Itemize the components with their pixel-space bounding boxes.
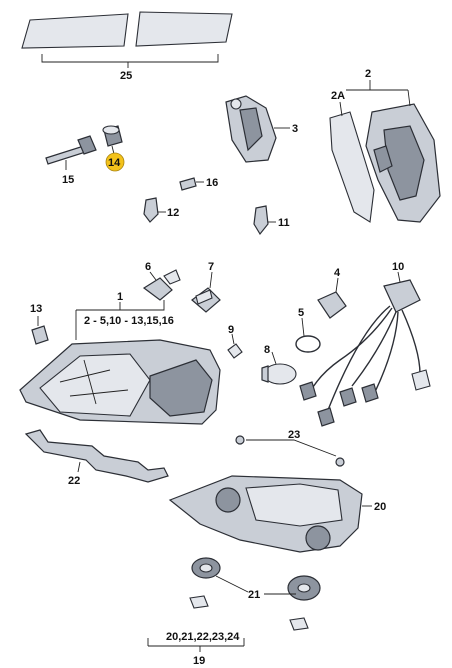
label-19: 19 [193,655,205,667]
bulb-6 [142,269,181,301]
label-2a: 2A [331,90,345,102]
clip-16 [179,177,204,191]
retaining-bracket-22 [24,429,169,483]
label-14: 14 [108,157,121,169]
label-15: 15 [62,174,74,186]
bulb-7 [191,271,221,313]
label-9: 9 [228,324,234,336]
seal-ring-5 [295,317,321,353]
label-3: 3 [292,123,298,135]
repair-set-19 [147,638,245,652]
label-22: 22 [68,475,80,487]
bulb-socket-4 [317,277,347,319]
label-23: 23 [288,429,300,441]
label-7: 7 [208,261,214,273]
label-1: 1 [117,291,123,303]
label-2: 2 [365,68,371,80]
label-10: 10 [392,261,404,273]
bulb-8 [261,351,297,385]
label-12: 12 [167,207,179,219]
headlight-carrier-20 [168,475,372,553]
wiring-harness-10 [299,271,431,427]
label-25: 25 [120,70,132,82]
bulb-9 [227,333,243,359]
highlight-marker [105,152,125,172]
clip-13 [31,316,49,345]
bracket-12 [143,197,166,223]
headlight-assembly-1 [19,300,221,425]
clips-24 [189,595,309,631]
headlight-housing-rear-2 [329,80,441,223]
label-11: 11 [278,217,290,229]
label-1-sub: 2 - 5,10 - 13,15,16 [84,315,174,327]
label-21: 21 [248,589,260,601]
label-19-sub: 20,21,22,23,24 [166,631,240,643]
adjuster-gears-21 [191,557,321,601]
label-5: 5 [298,307,304,319]
label-6: 6 [145,261,151,273]
label-16: 16 [206,177,218,189]
adjusting-screw-15 [45,135,97,170]
nut-14 [102,125,125,172]
label-8: 8 [264,344,270,356]
screw-23 [235,435,345,467]
label-4: 4 [334,267,341,279]
adjuster-motor-3 [225,95,290,163]
label-13: 13 [30,303,42,315]
protective-film-25 [21,11,233,68]
bracket-11 [253,205,276,236]
label-20: 20 [374,501,386,513]
